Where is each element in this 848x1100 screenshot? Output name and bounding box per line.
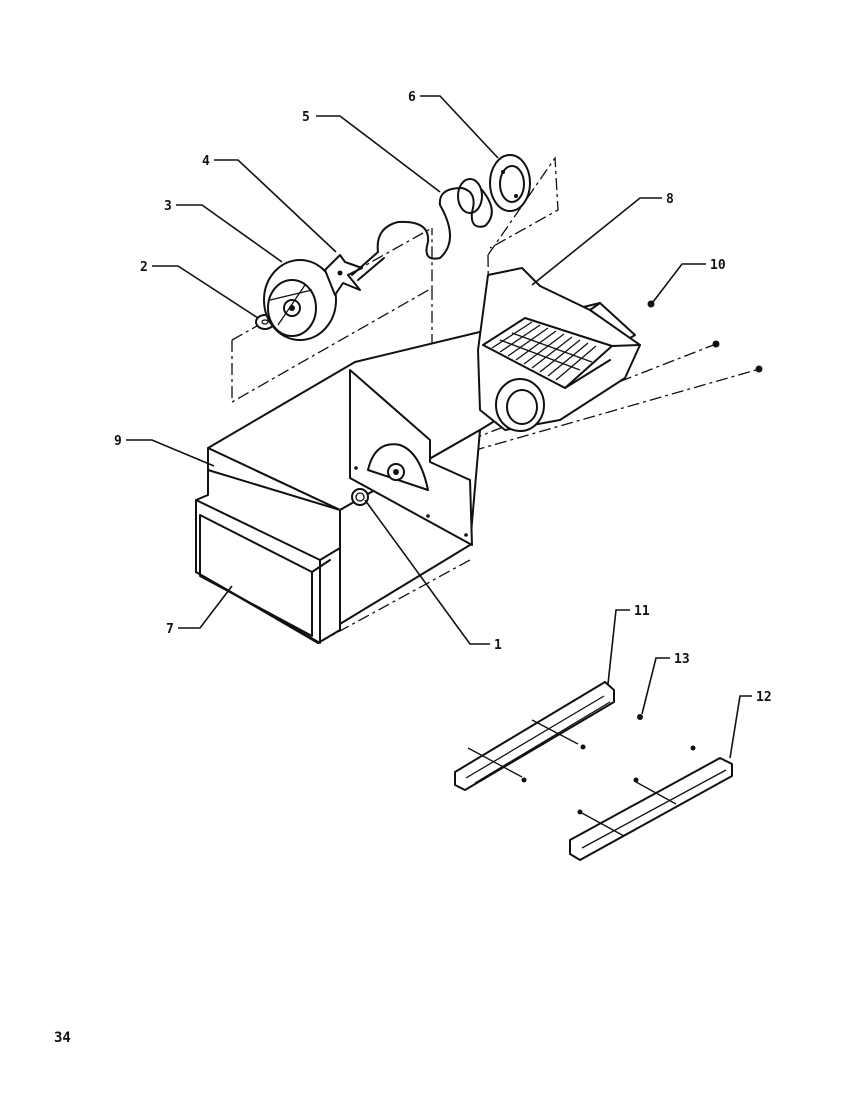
cutter-part-3 bbox=[263, 259, 337, 341]
screw-part-13 bbox=[637, 714, 643, 720]
leader-lines bbox=[126, 95, 752, 759]
end-plate-part-6 bbox=[489, 154, 531, 212]
callout-2: 2 bbox=[140, 260, 148, 275]
inner-wall bbox=[349, 369, 473, 546]
bushing-part-1 bbox=[351, 488, 369, 506]
callout-11: 11 bbox=[634, 604, 650, 619]
callout-3: 3 bbox=[164, 199, 172, 214]
callout-10: 10 bbox=[710, 258, 726, 273]
auger-part-5 bbox=[351, 178, 493, 281]
ice-bucket bbox=[477, 267, 641, 432]
slide-rail-part-11 bbox=[454, 681, 615, 791]
screws-part-10 bbox=[647, 300, 763, 373]
callout-7: 7 bbox=[166, 622, 174, 637]
front-door-panel bbox=[195, 499, 341, 644]
callout-6: 6 bbox=[408, 90, 416, 105]
page-number: 34 bbox=[54, 1030, 71, 1046]
blade-part-4 bbox=[324, 254, 363, 296]
callout-1: 1 bbox=[494, 638, 502, 653]
callout-labels: 1 2 3 4 5 6 7 8 9 10 11 13 12 bbox=[114, 90, 772, 705]
callout-8: 8 bbox=[666, 192, 674, 207]
callout-4: 4 bbox=[202, 154, 210, 169]
callout-5: 5 bbox=[302, 110, 310, 125]
callout-12: 12 bbox=[756, 690, 772, 705]
callout-13: 13 bbox=[674, 652, 690, 667]
callout-9: 9 bbox=[114, 434, 122, 449]
slide-rail-part-12 bbox=[569, 745, 733, 861]
